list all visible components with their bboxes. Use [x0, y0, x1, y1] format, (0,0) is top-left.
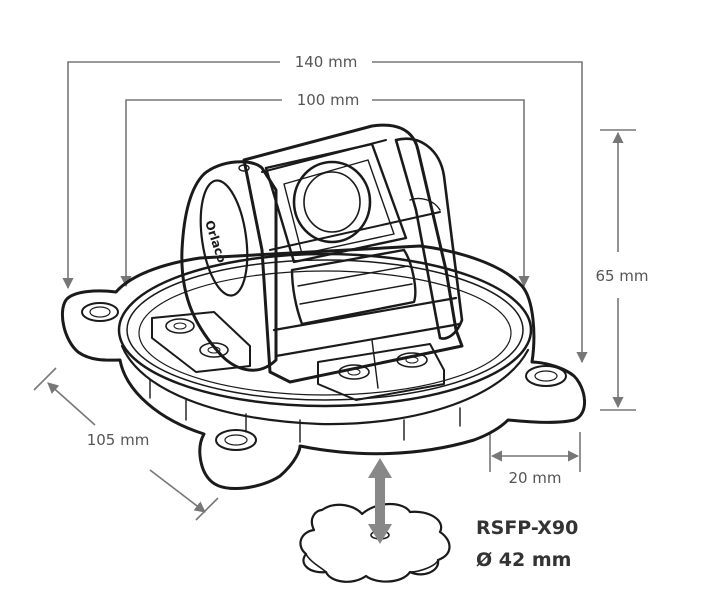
- product-name: RSFP-X90: [476, 517, 578, 539]
- dimension-140mm: 140 mm: [62, 53, 588, 364]
- mount-arrow: [368, 458, 392, 544]
- dimension-100mm-label: 100 mm: [297, 91, 360, 109]
- camera-lens: [292, 160, 372, 244]
- screw-block-left: [151, 311, 251, 373]
- dimension-20mm-label: 20 mm: [508, 469, 561, 487]
- dimension-100mm: 100 mm: [120, 91, 530, 288]
- mount-base: [61, 244, 586, 490]
- rsfp-mount-plate: [299, 502, 451, 583]
- dimension-65mm: 65 mm: [595, 129, 649, 411]
- mount-hole-left: [81, 302, 119, 322]
- product-diameter: Ø 42 mm: [476, 549, 571, 571]
- product-label: RSFP-X90 Ø 42 mm: [476, 517, 578, 571]
- dimension-65mm-label: 65 mm: [595, 267, 648, 285]
- dimension-105mm: 105 mm: [33, 367, 219, 521]
- mount-hole-right: [525, 365, 567, 387]
- dimension-20mm: 20 mm: [489, 432, 581, 487]
- dimension-105mm-label: 105 mm: [87, 431, 150, 449]
- dimension-140mm-label: 140 mm: [295, 53, 358, 71]
- mount-hole-front: [215, 429, 257, 451]
